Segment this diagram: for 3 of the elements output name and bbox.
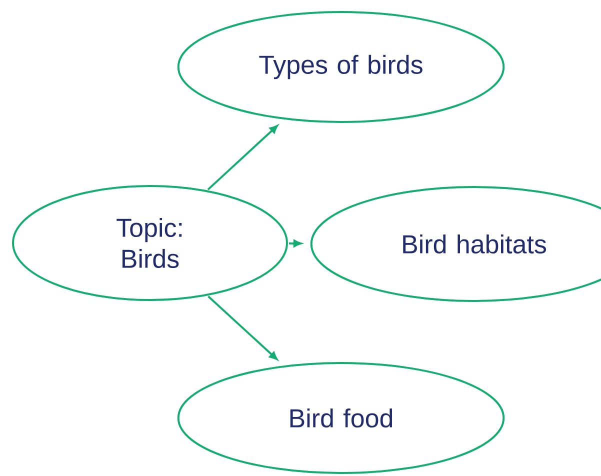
- arrow: [208, 296, 278, 360]
- arrow: [207, 125, 278, 190]
- arrow: [289, 240, 302, 248]
